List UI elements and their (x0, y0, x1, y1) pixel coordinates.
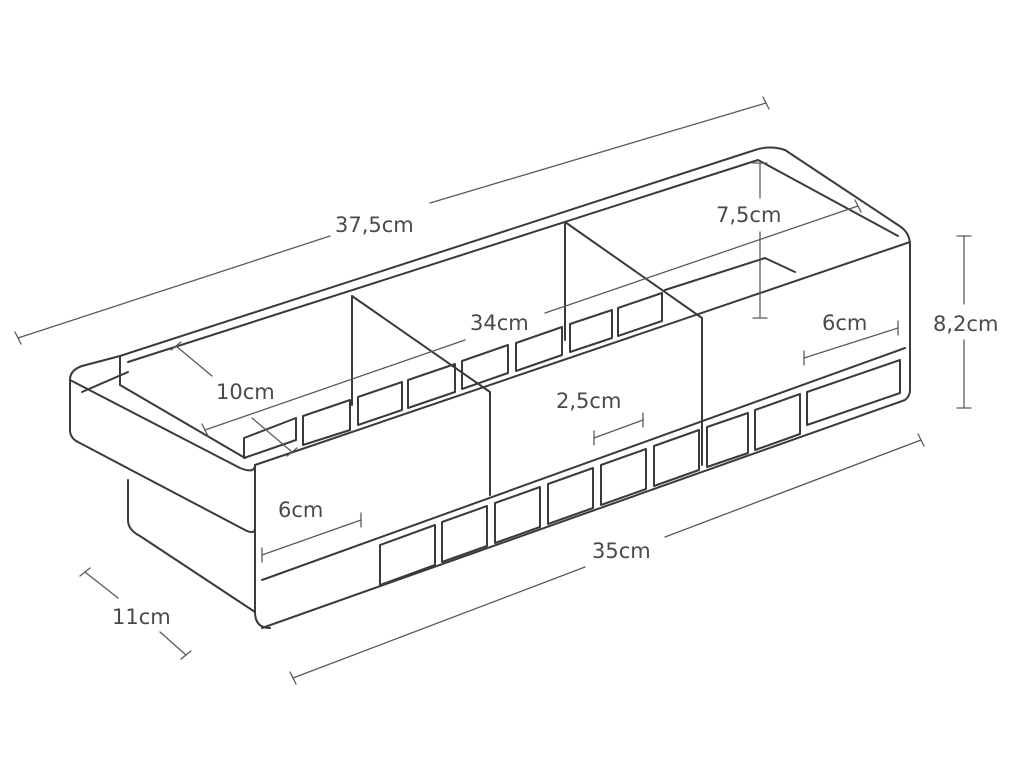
label-handle-depth: 10cm (216, 380, 275, 404)
front-slot (441, 505, 488, 563)
front-slot (600, 448, 647, 506)
dimension-lines (14, 96, 972, 685)
front-slot (379, 524, 436, 586)
front-slot (653, 429, 700, 487)
dim-line-base-length (292, 439, 922, 679)
front-slot (706, 412, 749, 468)
handle-inner-wall (81, 371, 129, 393)
tray-inner-back-rim (127, 159, 899, 363)
tray-front-bottom-edge (261, 339, 911, 629)
handle-inner-top (119, 364, 246, 459)
tray-front-band (261, 347, 906, 581)
label-compartment-right: 6cm (822, 311, 867, 335)
back-slot (617, 292, 663, 337)
dim-line-slot-spacing (593, 419, 644, 439)
tray-drawing (69, 146, 911, 629)
back-slot (357, 381, 403, 426)
dim-line-handle-depth (175, 345, 293, 453)
label-outer-length: 37,5cm (335, 213, 414, 237)
back-slot (569, 309, 613, 353)
dim-tick-base-length (289, 433, 925, 685)
label-inner-height: 7,5cm (716, 203, 781, 227)
label-width: 11cm (112, 605, 171, 629)
front-slot (754, 393, 801, 451)
back-slots (243, 292, 663, 459)
label-inner-length: 34cm (470, 311, 529, 335)
label-outer-height: 8,2cm (933, 312, 998, 336)
dim-line-outer-length (17, 102, 767, 339)
label-compartment-left: 6cm (278, 498, 323, 522)
dim-tick-outer-height (956, 235, 972, 409)
tray-back-rim (119, 146, 911, 357)
dim-line-width (84, 571, 187, 656)
dim-tick-width (79, 567, 192, 660)
back-slot (407, 363, 456, 409)
back-slot (461, 344, 509, 390)
label-base-length: 35cm (592, 539, 651, 563)
dim-line-compartment-left (261, 519, 362, 556)
dim-tick-outer-length (14, 96, 770, 345)
inner-right-compartment (664, 257, 796, 291)
front-slots (379, 359, 901, 586)
tray-front-top-edge (254, 241, 911, 466)
dimension-labels: 37,5cm 34cm 35cm 8,2cm 7,5cm 11cm 10cm 2… (112, 203, 998, 629)
back-slot (515, 326, 563, 372)
back-slot (302, 399, 351, 446)
dim-tick-slot-spacing (593, 412, 644, 446)
dim-tick-inner-length (201, 199, 862, 437)
tray-front-left-edge (254, 464, 271, 629)
front-slot (547, 467, 594, 525)
tray-left-lower-body (127, 479, 256, 613)
divider-left (351, 295, 491, 496)
handle-outer (69, 355, 256, 534)
dim-line-inner-length (204, 205, 859, 431)
back-slot (243, 417, 297, 459)
front-slot (494, 486, 541, 544)
dim-tick-compartment-left (261, 512, 362, 563)
dim-tick-inner-height (752, 162, 768, 319)
dim-line-compartment-right (803, 327, 899, 359)
handle-top (69, 379, 256, 472)
dim-tick-handle-depth (170, 341, 298, 457)
dim-tick-compartment-right (803, 320, 899, 366)
label-slot-spacing: 2,5cm (556, 389, 621, 413)
front-slot (806, 359, 901, 426)
divider-right (564, 221, 703, 466)
